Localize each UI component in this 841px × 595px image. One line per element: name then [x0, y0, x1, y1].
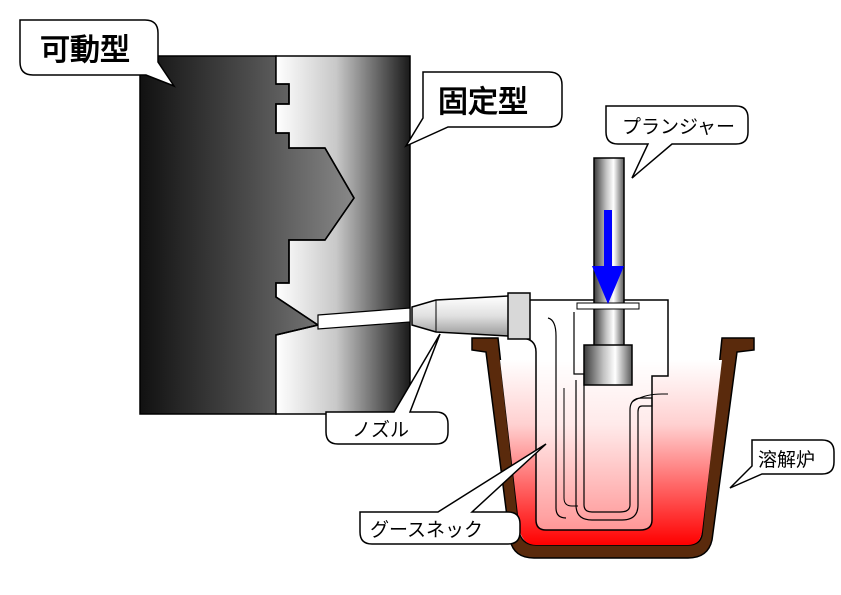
plunger — [576, 157, 640, 386]
nozzle — [411, 292, 531, 340]
callout-gooseneck: グースネック — [359, 443, 547, 545]
callout-melting-furnace: 溶解炉 — [729, 439, 835, 489]
plunger-direction-arrow-head — [592, 266, 624, 304]
callout-fixed-mold: 固定型 — [404, 71, 563, 148]
callout-movable-mold: 可動型 — [19, 19, 176, 88]
label-plunger: プランジャー — [622, 116, 735, 138]
label-melting-furnace: 溶解炉 — [758, 449, 815, 471]
callout-nozzle: ノズル — [325, 333, 449, 445]
gooseneck-bypass — [631, 393, 668, 403]
plunger-tip — [583, 344, 633, 386]
gooseneck-inner-chamber — [563, 388, 578, 507]
nozzle-flange — [507, 292, 531, 340]
label-gooseneck: グースネック — [370, 519, 483, 541]
sprue-channel — [317, 307, 411, 330]
label-nozzle: ノズル — [352, 419, 409, 441]
gooseneck-bore — [573, 312, 653, 521]
nozzle-body — [411, 295, 521, 337]
gooseneck-channel — [547, 317, 567, 519]
mold-assembly — [139, 55, 411, 415]
label-fixed-mold: 固定型 — [438, 85, 528, 120]
label-movable-mold: 可動型 — [40, 33, 130, 68]
cavity — [275, 83, 355, 336]
callout-plunger: プランジャー — [605, 105, 749, 179]
